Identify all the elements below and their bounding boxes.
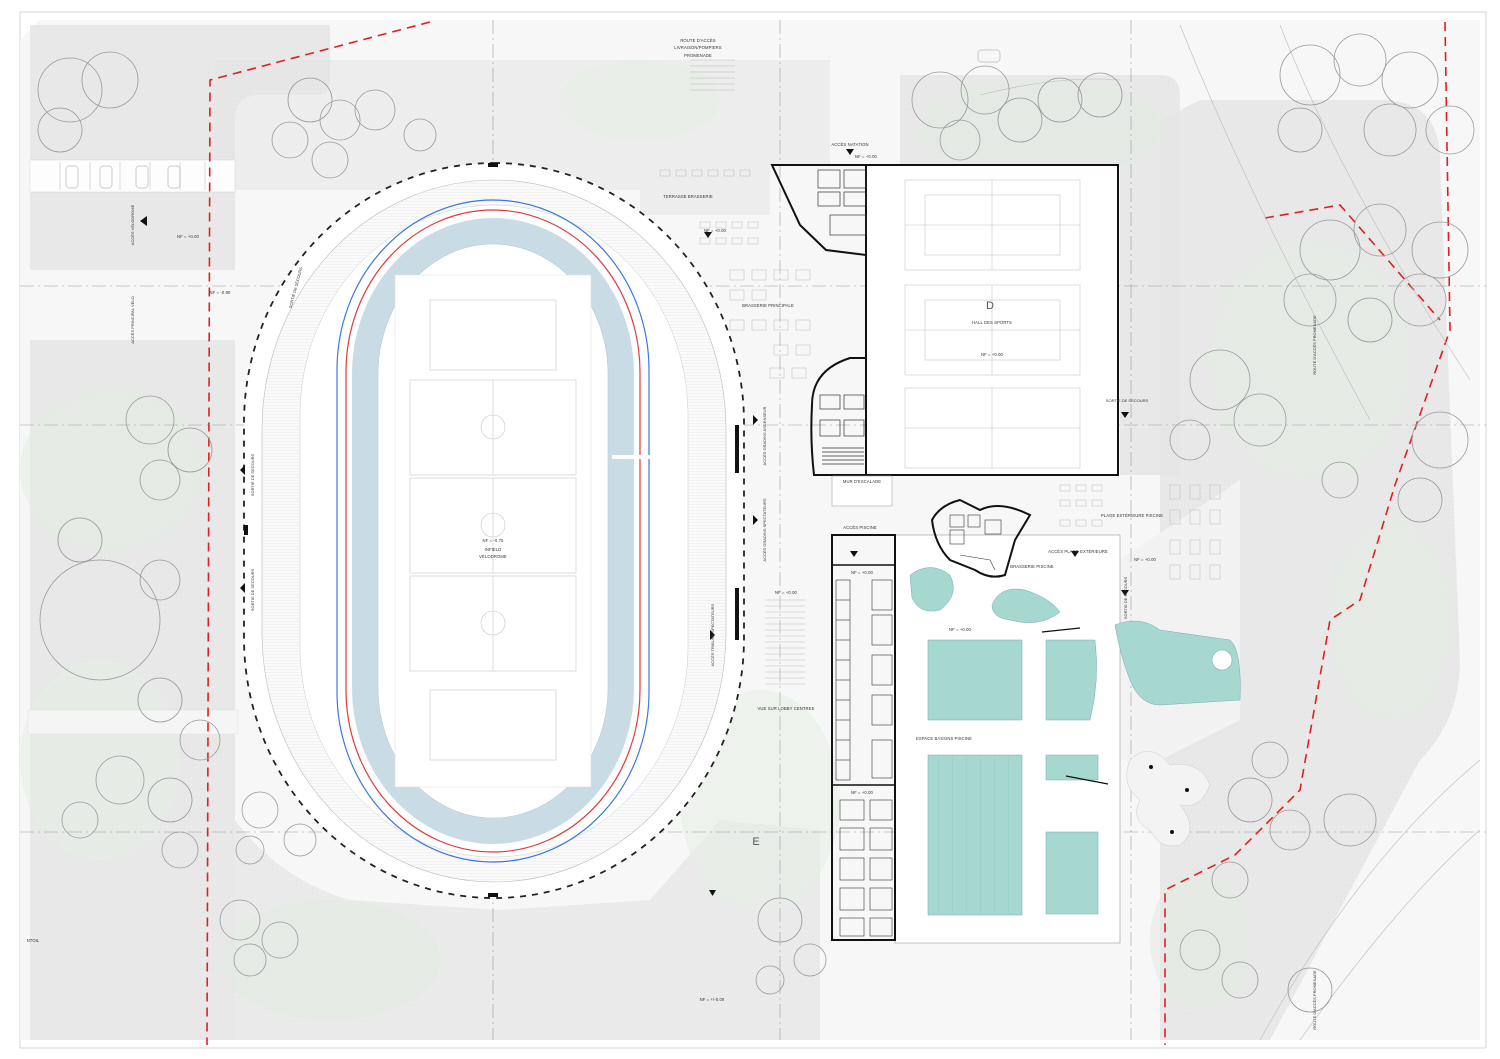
piscine: [831, 498, 1241, 944]
label-letter-d: D: [986, 300, 994, 312]
label-nf-left-mid: NF = -0.90: [210, 290, 231, 295]
changing-rooms: [835, 579, 893, 937]
label-vue-lobby: VUE SUR LOBBY CENTREE: [758, 706, 815, 711]
pool-freeform: [991, 588, 1061, 623]
label-nf-top: NF = +0.00: [855, 154, 878, 159]
label-sortie-piscine: SORTIE DE SECOURS: [1123, 576, 1128, 619]
hall-des-sports: [770, 164, 1119, 476]
pool-diving: [1045, 831, 1099, 915]
label-sortie-secours-v3: SORTIE DE SECOURS: [250, 568, 255, 611]
site-boundary: [206, 21, 1451, 1046]
brasserie-tables: [659, 169, 1221, 580]
pool-olympic: [927, 754, 1023, 916]
track-line-red: [345, 209, 641, 853]
label-route-acces-right2: ROUTE D'ACCÈS PROMENADE: [1312, 970, 1317, 1030]
label-nf-infield: NF = -0.75: [483, 538, 504, 543]
pool-leisure: [1045, 639, 1097, 721]
label-letter-e: E: [752, 836, 759, 848]
pool-outdoor: [1114, 620, 1241, 706]
label-acces-velo: ACCÈS PRINCIPAL VÉLO: [130, 296, 135, 343]
label-route-acces-right: ROUTE D'ACCÈS PROMENADE: [1312, 315, 1317, 375]
label-livraison: LIVRAISON/POMPIERS: [674, 45, 722, 50]
label-acces-velodrome: ACCÈS VÉLODROME: [130, 204, 135, 245]
label-nf-bottom: NF = +/-0.00: [700, 997, 725, 1002]
label-infield: INFIELD: [485, 547, 502, 552]
label-acces-tribune: ACCÈS TRIBUNE SPECTATEURS: [710, 603, 715, 666]
pool-kids: [909, 567, 954, 612]
pool-learning: [927, 639, 1023, 721]
climbing-wall: [831, 475, 893, 507]
label-nf-left-top: NF = +0.00: [177, 234, 200, 239]
label-nf-concourse: NF = +0.00: [775, 590, 798, 595]
label-acces-piscine: ACCÈS PISCINE: [843, 525, 877, 530]
label-hall-sports: HALL DES SPORTS: [972, 320, 1012, 325]
pool-small: [1045, 754, 1099, 781]
label-left-edge: NTOIL: [27, 938, 40, 943]
velodrome-exit-doors: [244, 163, 739, 897]
velodrome: [243, 162, 745, 899]
label-nf-pool-lower: NF = +0.00: [851, 790, 874, 795]
label-route-acces: ROUTE D'ACCÈS: [680, 38, 715, 43]
tennis-courts: [904, 179, 1081, 469]
road-arcs: [979, 24, 1481, 1041]
track-line-blue: [336, 199, 650, 863]
label-terrasse-brasserie: TERRASSE BRASSERIE: [663, 194, 713, 199]
label-acces-gradins2: ACCÈS GRADINS SPECTATEURS: [762, 498, 767, 562]
outdoor-play-area: [1126, 751, 1211, 847]
label-nf-hall: NF = +0.00: [981, 352, 1004, 357]
infield-courts: [409, 299, 577, 761]
label-mur-escalade: MUR D'ESCALADE: [843, 479, 881, 484]
label-acces-plage: ACCÈS PLAGE EXTÉRIEURE: [1048, 549, 1108, 554]
label-acces-gradins: ACCÈS GRADINS ASCENSEUR: [762, 406, 767, 465]
access-markers: [140, 149, 1129, 896]
label-nf-terrace: NF = +0.00: [704, 228, 727, 233]
label-plage-exterieure: PLAGE EXTÉRIEURE PISCINE: [1101, 513, 1163, 518]
label-sortie-secours: SORTIE DE SECOURS: [1106, 398, 1149, 403]
label-nf-pool-entry: NF = +0.00: [851, 570, 874, 575]
label-brasserie-piscine: BRASSERIE PISCINE: [1010, 564, 1054, 569]
label-sortie-secours-v2: SORTIE DE SECOURS: [250, 453, 255, 496]
concourse-stairs: [690, 59, 805, 685]
label-acces-natation: ACCÈS NATATION: [831, 142, 868, 147]
label-nf-pool-outdoor: NF = +0.00: [1134, 557, 1157, 562]
parking-lot: [27, 49, 1001, 735]
label-brasserie-principale: BRASSERIE PRINCIPALE: [742, 303, 794, 308]
label-promenade: PROMENADE: [684, 53, 712, 58]
label-nf-pool-basin: NF = +0.00: [949, 627, 972, 632]
label-velodrome: VÉLODROME: [479, 554, 507, 559]
label-espace-bassins: ESPACE BASSINS PISCINE: [916, 736, 972, 741]
trees: [37, 33, 1475, 1013]
